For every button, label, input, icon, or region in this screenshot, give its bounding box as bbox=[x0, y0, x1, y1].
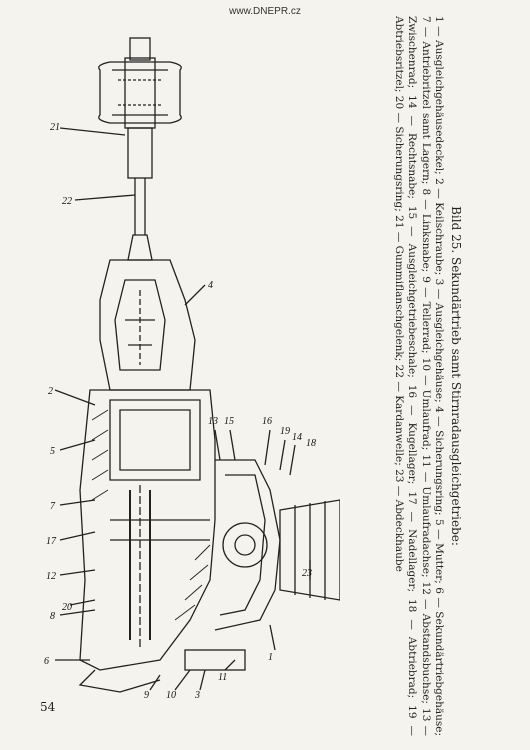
callout-4: 4 bbox=[208, 280, 213, 291]
callout-19: 19 bbox=[280, 426, 290, 437]
callout-2: 2 bbox=[48, 386, 53, 397]
callout-17: 17 bbox=[46, 536, 57, 547]
callout-7: 7 bbox=[50, 501, 56, 512]
caption-legend: 1 — Ausgleichgehäusedeckel; 2 — Keilschr… bbox=[393, 16, 445, 736]
callout-13: 13 bbox=[208, 416, 218, 427]
callout-14: 14 bbox=[292, 432, 302, 443]
page-number: 54 bbox=[40, 700, 56, 714]
figure-caption: Bild 25. Sekundärtrieb samt Stirnradausg… bbox=[312, 16, 463, 736]
callout-5: 5 bbox=[50, 446, 55, 457]
callout-21: 21 bbox=[50, 122, 60, 133]
callout-3: 3 bbox=[194, 690, 200, 700]
callout-12: 12 bbox=[46, 571, 56, 582]
callout-16: 16 bbox=[262, 416, 272, 427]
callout-15: 15 bbox=[224, 416, 234, 427]
callout-6: 6 bbox=[44, 656, 49, 667]
caption-title: Bild 25. Sekundärtrieb samt Stirnradausg… bbox=[449, 206, 463, 546]
callout-10: 10 bbox=[166, 690, 176, 700]
callout-11: 11 bbox=[218, 672, 227, 683]
callout-1: 1 bbox=[268, 652, 273, 663]
callout-18: 18 bbox=[306, 438, 316, 449]
callout-22: 22 bbox=[62, 196, 72, 207]
callout-9: 9 bbox=[144, 690, 149, 700]
callout-8: 8 bbox=[50, 611, 55, 622]
callout-20: 20 bbox=[62, 602, 72, 613]
source-url: www.DNEPR.cz bbox=[229, 6, 301, 17]
gearbox-drawing: 21 22 4 2 5 7 17 12 8 6 9 10 3 11 1 13 1… bbox=[44, 37, 340, 700]
callout-23: 23 bbox=[302, 568, 312, 579]
